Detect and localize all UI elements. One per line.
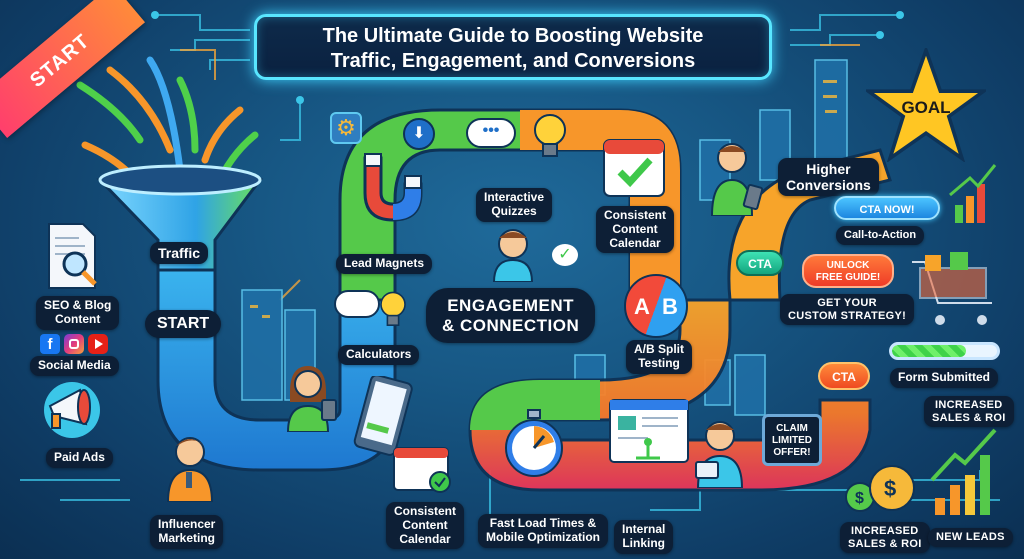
- lead-magnets-label: Lead Magnets: [336, 254, 433, 274]
- sales-bottom-line-1: INCREASED: [851, 525, 919, 537]
- cta-orange-button[interactable]: CTA: [818, 362, 870, 390]
- start-label: START: [145, 310, 222, 339]
- ab-letter-b: B: [662, 294, 678, 319]
- custom-strategy-line-2: CUSTOM STRATEGY!: [788, 309, 907, 322]
- form-progress-fill: [892, 345, 966, 357]
- increased-sales-top-label: INCREASED SALES & ROI: [924, 396, 1014, 428]
- fast-load-line-1: Fast Load Times &: [489, 516, 597, 530]
- calendar-top-line-2: Content: [612, 221, 658, 236]
- cta-now-button[interactable]: CTA NOW!: [834, 196, 940, 220]
- internal-linking-line-2: Linking: [622, 535, 665, 550]
- calendar-top-line-1: Consistent: [604, 208, 667, 222]
- title-line-2: Traffic, Engagement, and Conversions: [330, 50, 696, 72]
- money-bags-icon: [846, 466, 916, 516]
- cloud-icon: [334, 290, 380, 318]
- content-calendar-bottom-label: Consistent Content Calendar: [386, 502, 465, 550]
- happy-person-icon: [492, 229, 534, 282]
- growth-chart-icon: [930, 430, 1000, 520]
- calendar-bottom-line-3: Calendar: [399, 531, 451, 546]
- magnet-icon: [363, 153, 423, 222]
- influencer-marketing-label: Influencer Marketing: [150, 515, 224, 549]
- increased-sales-bottom-label: INCREASED SALES & ROI: [840, 522, 930, 554]
- content-calendar-top-label: Consistent Content Calendar: [596, 206, 675, 254]
- goal-star-icon: [866, 48, 986, 162]
- presenter-icon: [166, 437, 214, 502]
- engagement-connection-title: ENGAGEMENT & CONNECTION: [426, 288, 596, 344]
- instagram-icon: [64, 334, 84, 354]
- internal-linking-line-1: Internal: [622, 522, 666, 536]
- sales-top-line-2: SALES & ROI: [932, 411, 1006, 424]
- social-media-label: Social Media: [30, 356, 119, 376]
- unlock-free-guide-button[interactable]: UNLOCK FREE GUIDE!: [802, 254, 894, 288]
- claim-line-3: OFFER!: [773, 447, 811, 458]
- ab-letter-a: A: [634, 294, 650, 319]
- new-leads-label: NEW LEADS: [928, 528, 1013, 547]
- shopping-cart-icon: [912, 240, 992, 330]
- seo-line-2: Content: [55, 311, 101, 326]
- browser-link-icon: [609, 399, 689, 463]
- claim-line-1: CLAIM: [776, 423, 808, 434]
- ab-test-icon: A B: [624, 274, 688, 338]
- calendar-bottom-line-2: Content: [402, 517, 448, 532]
- sales-top-line-1: INCREASED: [935, 399, 1003, 411]
- gear-icon: ⚙: [330, 112, 362, 144]
- higher-conversions-line-2: Conversions: [786, 177, 871, 194]
- stopwatch-icon: [505, 409, 563, 477]
- influencer-line-2: Marketing: [158, 530, 216, 545]
- lightbulb-small-icon: [380, 291, 406, 326]
- svg-text:$: $: [884, 476, 896, 501]
- influencer-line-1: Influencer: [158, 517, 216, 531]
- lightbulb-icon: [534, 114, 566, 157]
- man-tablet-icon: [695, 421, 744, 488]
- smartphone-icon: [353, 376, 413, 456]
- svg-text:$: $: [855, 490, 864, 507]
- unlock-line-1: UNLOCK: [826, 260, 870, 271]
- interactive-quizzes-label: Interactive Quizzes: [476, 188, 553, 222]
- quizzes-line-2: Quizzes: [491, 203, 537, 218]
- title-banner: The Ultimate Guide to Boosting Website T…: [254, 14, 772, 80]
- download-icon: ⬇: [403, 118, 435, 150]
- calendar-check-icon: [603, 139, 665, 197]
- fast-load-line-2: Mobile Optimization: [486, 529, 600, 544]
- internal-linking-label: Internal Linking: [614, 520, 674, 554]
- higher-conversions-label: Higher Conversions: [778, 158, 879, 197]
- seo-blog-label: SEO & Blog Content: [36, 296, 120, 330]
- check-bubble-icon: ✓: [552, 244, 578, 266]
- sales-bottom-line-2: SALES & ROI: [848, 537, 922, 550]
- engagement-title-line-1: ENGAGEMENT: [447, 296, 575, 315]
- cta-green-button[interactable]: CTA: [736, 250, 784, 276]
- document-search-icon: [48, 223, 97, 289]
- calendar-bottom-line-1: Consistent: [394, 504, 457, 518]
- calculators-label: Calculators: [338, 345, 420, 365]
- traffic-label: Traffic: [150, 242, 209, 265]
- claim-line-2: LIMITED: [772, 435, 812, 446]
- youtube-icon: [88, 334, 108, 354]
- woman-tablet-icon: [286, 366, 337, 432]
- higher-conversions-line-1: Higher: [806, 161, 851, 177]
- call-to-action-label: Call-to-Action: [836, 226, 925, 245]
- megaphone-icon: [44, 382, 100, 438]
- custom-strategy-line-1: GET YOUR: [817, 297, 877, 309]
- man-tablet-top-icon: [710, 143, 764, 216]
- facebook-icon: f: [40, 334, 60, 354]
- ab-line-1: A/B Split: [634, 342, 684, 356]
- form-progress-bar: [889, 342, 1000, 360]
- title-line-1: The Ultimate Guide to Boosting Website: [322, 25, 704, 47]
- claim-offer-cart[interactable]: CLAIM LIMITED OFFER!: [762, 414, 822, 466]
- unlock-line-2: FREE GUIDE!: [815, 271, 881, 283]
- seo-line-1: SEO & Blog: [44, 298, 112, 312]
- custom-strategy-label: GET YOUR CUSTOM STRATEGY!: [780, 294, 915, 326]
- thought-bubble-icon: •••: [466, 118, 516, 148]
- paid-ads-label: Paid Ads: [46, 448, 113, 468]
- ab-line-2: Testing: [638, 355, 680, 370]
- fast-load-label: Fast Load Times & Mobile Optimization: [478, 514, 608, 548]
- engagement-title-line-2: & CONNECTION: [442, 315, 580, 335]
- goal-label: GOAL: [901, 98, 951, 117]
- calendar-check-small-icon: [393, 447, 451, 493]
- ab-split-testing-label: A/B Split Testing: [626, 340, 692, 374]
- calendar-top-line-3: Calendar: [609, 235, 661, 250]
- form-submitted-label: Form Submitted: [890, 368, 998, 388]
- quizzes-line-1: Interactive: [484, 190, 545, 204]
